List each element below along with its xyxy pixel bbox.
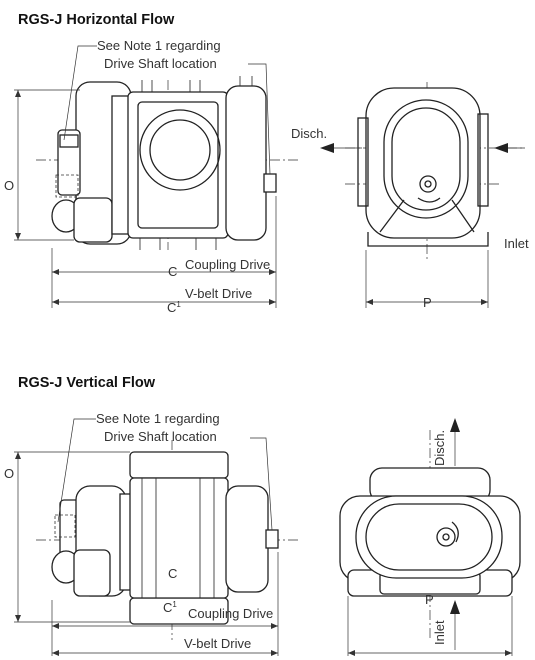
vertical-coupling-drive: Coupling Drive [188, 606, 273, 621]
svg-text:C1: C1 [163, 600, 177, 615]
horizontal-inlet-label: Inlet [504, 236, 529, 251]
horizontal-dim-o: O [4, 178, 14, 193]
horizontal-dim-c: C [168, 264, 177, 279]
horizontal-note-line2: Drive Shaft location [104, 56, 217, 71]
vertical-vbelt-drive: V-belt Drive [184, 636, 251, 651]
horizontal-side-view [14, 45, 300, 308]
vertical-flow-section: RGS-J Vertical Flow [4, 375, 521, 656]
vertical-note-line2: Drive Shaft location [104, 429, 217, 444]
horizontal-coupling-drive: Coupling Drive [185, 257, 270, 272]
horizontal-vbelt-drive: V-belt Drive [185, 286, 252, 301]
vertical-dim-p: P [425, 592, 434, 607]
vertical-dim-c1-sup: 1 [172, 600, 177, 609]
horizontal-flow-section: RGS-J Horizontal Flow [4, 12, 529, 315]
svg-text:C1: C1 [167, 300, 181, 315]
vertical-disch-label: Disch. [432, 430, 447, 466]
horizontal-end-view [320, 82, 525, 308]
horizontal-flow-title: RGS-J Horizontal Flow [18, 12, 175, 28]
vertical-flow-title: RGS-J Vertical Flow [18, 375, 156, 391]
horizontal-dim-c1-sup: 1 [176, 300, 181, 309]
vertical-end-view [339, 418, 521, 656]
vertical-note-line1: See Note 1 regarding [96, 411, 220, 426]
vertical-inlet-label: Inlet [432, 620, 447, 645]
vertical-dim-c: C [168, 566, 177, 581]
vertical-dim-c1: C [163, 600, 172, 615]
horizontal-disch-label: Disch. [291, 126, 327, 141]
vertical-dim-o: O [4, 466, 14, 481]
horizontal-dim-c1: C [167, 300, 176, 315]
horizontal-dim-p: P [423, 295, 432, 310]
horizontal-note-line1: See Note 1 regarding [97, 38, 221, 53]
vertical-side-view [14, 418, 300, 656]
